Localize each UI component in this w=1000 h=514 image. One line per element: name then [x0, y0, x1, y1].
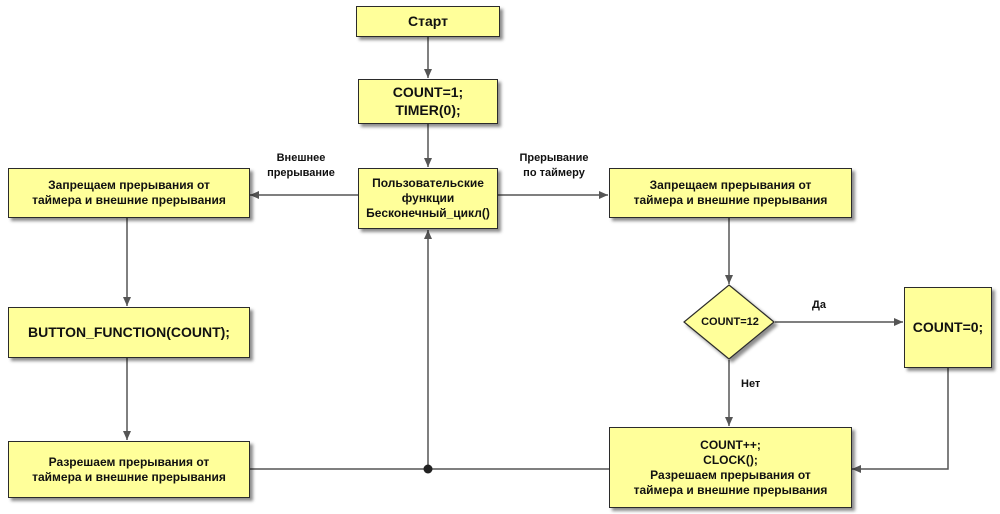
arrow-reset-to-right-enable [852, 368, 949, 473]
start-node: Старт [356, 6, 500, 37]
init-line-2: TIMER(0); [395, 101, 461, 118]
left-enable-line-1: Разрешаем прерывания от [48, 454, 210, 469]
left-enable-node: Разрешаем прерывания от таймера и внешни… [8, 441, 250, 498]
user-loop-line-3: Бесконечный_цикл() [366, 206, 490, 220]
left-disable-line-1: Запрещаем прерывания от [48, 178, 210, 192]
yes-label: Да [812, 299, 826, 311]
external-interrupt-label: Внешнее прерывание [258, 151, 344, 181]
left-enable-line-2: таймера и внешние прерывания [32, 469, 226, 484]
timer-interrupt-line-2: по таймеру [523, 166, 585, 179]
init-line-1: COUNT=1; [392, 84, 464, 100]
left-disable-node: Запрещаем прерывания от таймера и внешни… [8, 168, 250, 218]
user-loop-line-2: функции [401, 191, 455, 205]
decision-label: COUNT=12 [701, 316, 759, 328]
timer-interrupt-line-1: Прерывание [519, 152, 589, 164]
junction-dot [423, 464, 433, 474]
right-enable-line-3: Разрешаем прерывания от [650, 467, 811, 482]
init-node: COUNT=1; TIMER(0); [358, 79, 498, 124]
timer-interrupt-label: Прерывание по таймеру [508, 151, 600, 181]
right-enable-line-4: таймера и внешние прерывания [633, 482, 828, 497]
right-enable-line-1: COUNT++; [700, 437, 761, 452]
right-disable-line-1: Запрещаем прерывания от [649, 178, 812, 192]
reset-node: COUNT=0; [904, 287, 992, 368]
start-label: Старт [408, 12, 448, 29]
user-loop-line-1: Пользовательские [372, 176, 484, 190]
right-enable-node: COUNT++; CLOCK(); Разрешаем прерывания о… [609, 427, 852, 508]
left-disable-line-2: таймера и внешние прерывания [32, 193, 226, 207]
decision-diamond [683, 284, 775, 360]
external-interrupt-line-2: прерывание [267, 166, 335, 179]
button-function-node: BUTTON_FUNCTION(COUNT); [8, 307, 250, 358]
user-loop-node: Пользовательские функции Бесконечный_цик… [358, 168, 498, 229]
right-enable-line-2: CLOCK(); [703, 452, 758, 467]
reset-label: COUNT=0; [912, 318, 984, 335]
right-disable-line-2: таймера и внешние прерывания [633, 193, 828, 207]
external-interrupt-line-1: Внешнее [276, 152, 326, 164]
no-label: Нет [741, 378, 761, 390]
right-disable-node: Запрещаем прерывания от таймера и внешни… [609, 168, 852, 218]
button-function-label: BUTTON_FUNCTION(COUNT); [28, 323, 230, 340]
